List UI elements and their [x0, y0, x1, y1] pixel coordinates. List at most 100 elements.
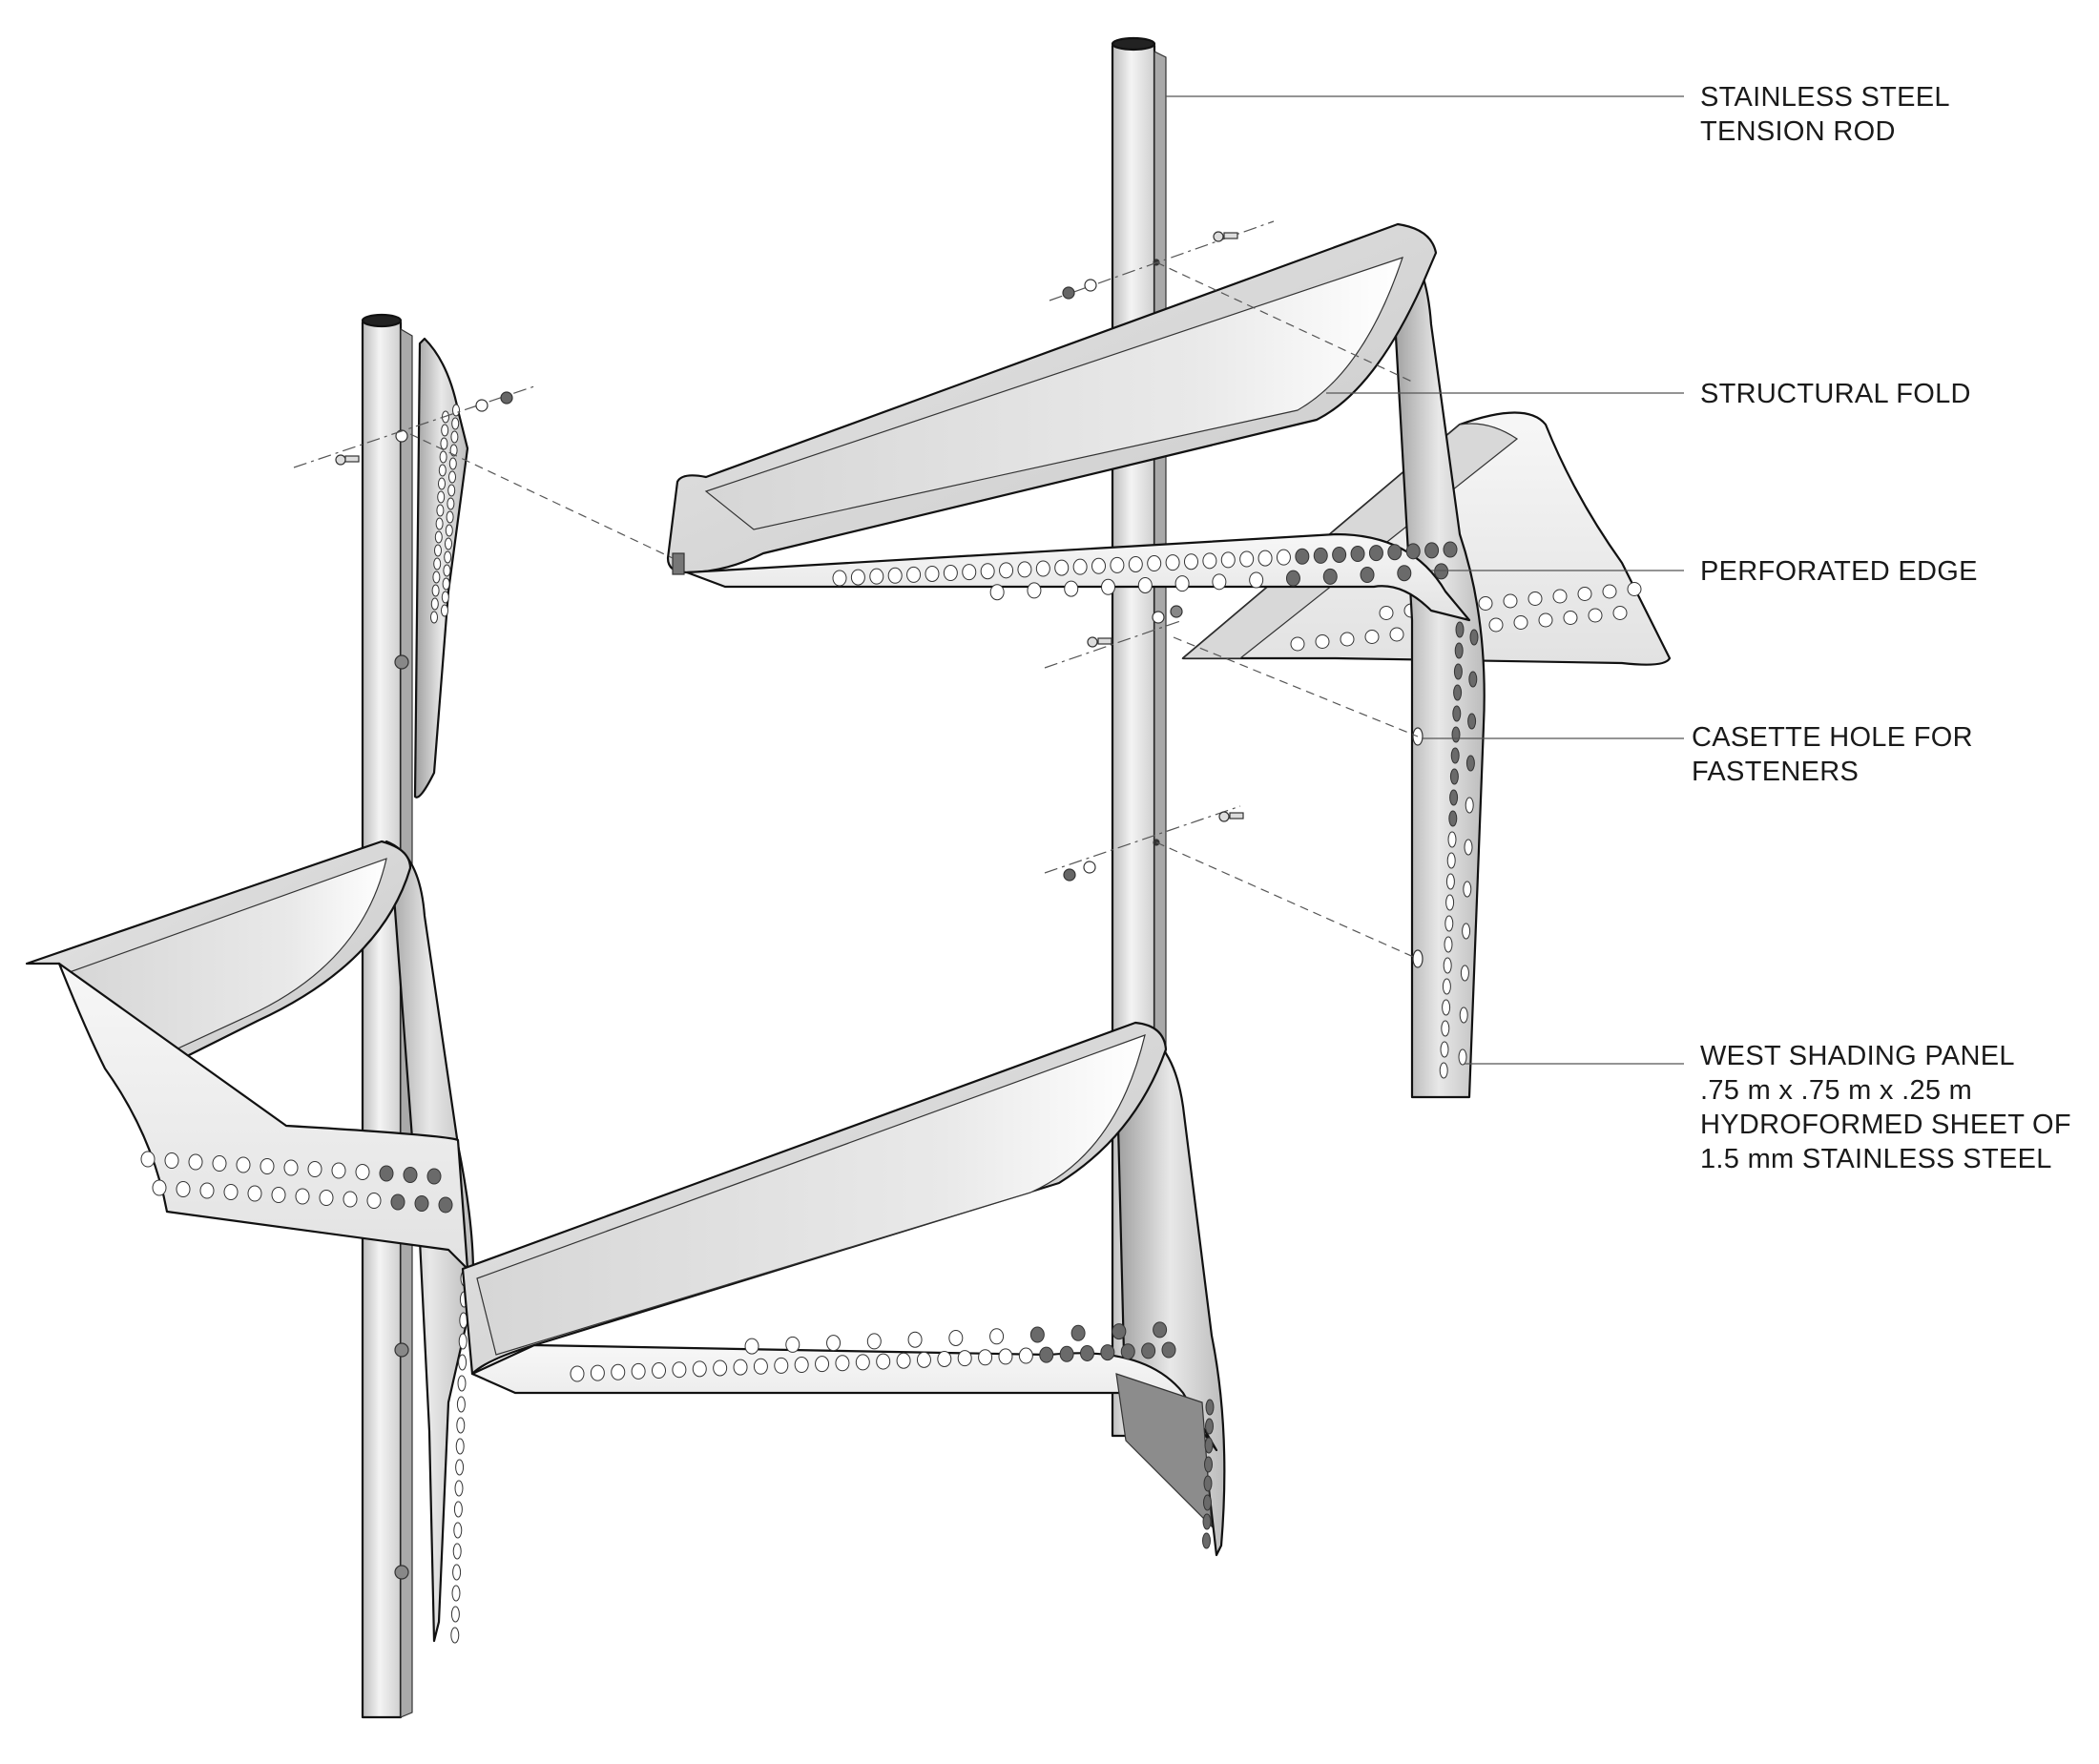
perforation-hole: [1350, 546, 1365, 563]
perforation-hole: [906, 566, 922, 583]
perforation-hole: [1315, 634, 1330, 649]
perforation-hole: [570, 1365, 585, 1382]
perforation-hole: [943, 565, 958, 582]
perforation-hole: [432, 571, 441, 584]
perforation-hole: [1443, 957, 1452, 974]
perforation-hole: [1463, 881, 1472, 898]
perforation-hole: [1059, 1345, 1074, 1362]
perforation-hole: [692, 1360, 707, 1378]
perforation-hole: [458, 1354, 468, 1371]
perforation-hole: [454, 1480, 464, 1497]
upper-west-shading-panel: [666, 222, 1486, 1099]
perforation-hole: [1454, 642, 1464, 659]
perforation-hole: [1276, 549, 1291, 566]
perforation-hole: [887, 567, 903, 584]
label-west-shading-panel: WEST SHADING PANEL .75 m x .75 m x .25 m…: [1700, 1041, 2071, 1174]
perforation-hole: [1602, 584, 1617, 599]
perforation-hole: [331, 1162, 346, 1179]
leader-lines: [1166, 95, 1684, 1065]
perforation-hole: [957, 1350, 972, 1367]
perforation-hole: [826, 1335, 842, 1352]
label-structural-fold: STRUCTURAL FOLD: [1700, 379, 1970, 409]
label-cassette-hole: CASETTE HOLE FOR FASTENERS: [1692, 722, 1973, 787]
perforation-hole: [1464, 839, 1473, 856]
perforation-hole: [1453, 684, 1463, 701]
perforation-hole: [1204, 1456, 1213, 1473]
perforation-hole: [989, 584, 1005, 601]
perforation-hole: [1552, 589, 1568, 604]
lower-west-shading-panel: [461, 1021, 1226, 1557]
perforation-hole: [1452, 705, 1462, 722]
perforation-hole: [1513, 615, 1528, 630]
perforation-hole: [414, 1195, 429, 1212]
bolt-icon: [1213, 231, 1238, 242]
perforation-hole: [925, 565, 940, 582]
perforation-hole: [430, 597, 439, 611]
perforation-hole: [1440, 1041, 1449, 1058]
perforation-hole: [199, 1182, 215, 1199]
perforation-hole: [815, 1356, 830, 1373]
perforation-hole: [319, 1190, 334, 1206]
perforation-hole: [283, 1159, 299, 1176]
perforation-hole: [1577, 587, 1592, 601]
perforation-hole: [448, 470, 456, 484]
perforation-hole: [438, 464, 447, 477]
perforation-hole: [307, 1161, 322, 1177]
svg-text:FASTENERS: FASTENERS: [1692, 757, 1859, 787]
perforation-hole: [140, 1151, 156, 1168]
perforation-hole: [1120, 1343, 1135, 1360]
perforation-hole: [672, 1361, 687, 1379]
perforation-hole: [948, 1329, 964, 1346]
perforation-hole: [1439, 1062, 1448, 1079]
perforation-hole: [1054, 559, 1070, 576]
perforation-hole: [1340, 632, 1355, 647]
perforation-hole: [1364, 630, 1380, 644]
bolt-icon: [335, 454, 360, 466]
perforation-hole: [1441, 1020, 1450, 1037]
perforation-hole: [450, 1627, 460, 1644]
perforation-hole: [652, 1362, 667, 1380]
perforation-hole: [1174, 575, 1190, 592]
perforation-hole: [440, 437, 448, 450]
perforation-hole: [447, 497, 455, 510]
perforation-hole: [212, 1155, 227, 1172]
perforation-hole: [441, 591, 449, 604]
perforation-hole: [1465, 755, 1475, 772]
perforation-hole: [452, 1564, 462, 1581]
perforation-hole: [433, 557, 442, 571]
lower-right-perforations: [570, 1321, 1215, 1549]
perforation-hole: [1563, 611, 1578, 625]
perforation-hole: [1017, 561, 1032, 578]
perforation-hole: [1446, 852, 1456, 869]
perforation-hole: [1018, 1347, 1033, 1364]
perforation-hole: [978, 1349, 993, 1366]
perforation-hole: [962, 564, 977, 581]
perforation-hole: [1451, 726, 1461, 743]
perforation-hole: [1460, 965, 1469, 982]
left-tension-rod: [361, 313, 413, 1719]
perforation-hole: [876, 1353, 891, 1370]
perforation-hole: [451, 417, 460, 430]
perforation-hole: [236, 1156, 251, 1173]
perforation-hole: [999, 562, 1014, 579]
perforation-hole: [1458, 1048, 1467, 1066]
perforation-hole: [1332, 546, 1347, 563]
perforation-hole: [1405, 543, 1421, 560]
perforation-hole: [434, 544, 442, 557]
perforation-hole: [260, 1158, 275, 1174]
perforation-hole: [441, 604, 448, 617]
perforation-hole: [1128, 555, 1143, 572]
perforation-hole: [436, 504, 445, 517]
perforation-hole: [1079, 1344, 1094, 1361]
perforation-hole: [435, 517, 444, 530]
perforation-hole: [785, 1336, 800, 1353]
perforation-hole: [1445, 873, 1455, 890]
perforation-hole: [1527, 591, 1543, 606]
perforation-hole: [1147, 555, 1162, 572]
perforation-hole: [1538, 612, 1553, 628]
perforation-hole: [855, 1354, 870, 1371]
perforation-hole: [457, 1375, 467, 1392]
perforation-hole: [1397, 565, 1412, 582]
perforation-hole: [713, 1359, 728, 1377]
perforation-hole: [753, 1358, 768, 1375]
